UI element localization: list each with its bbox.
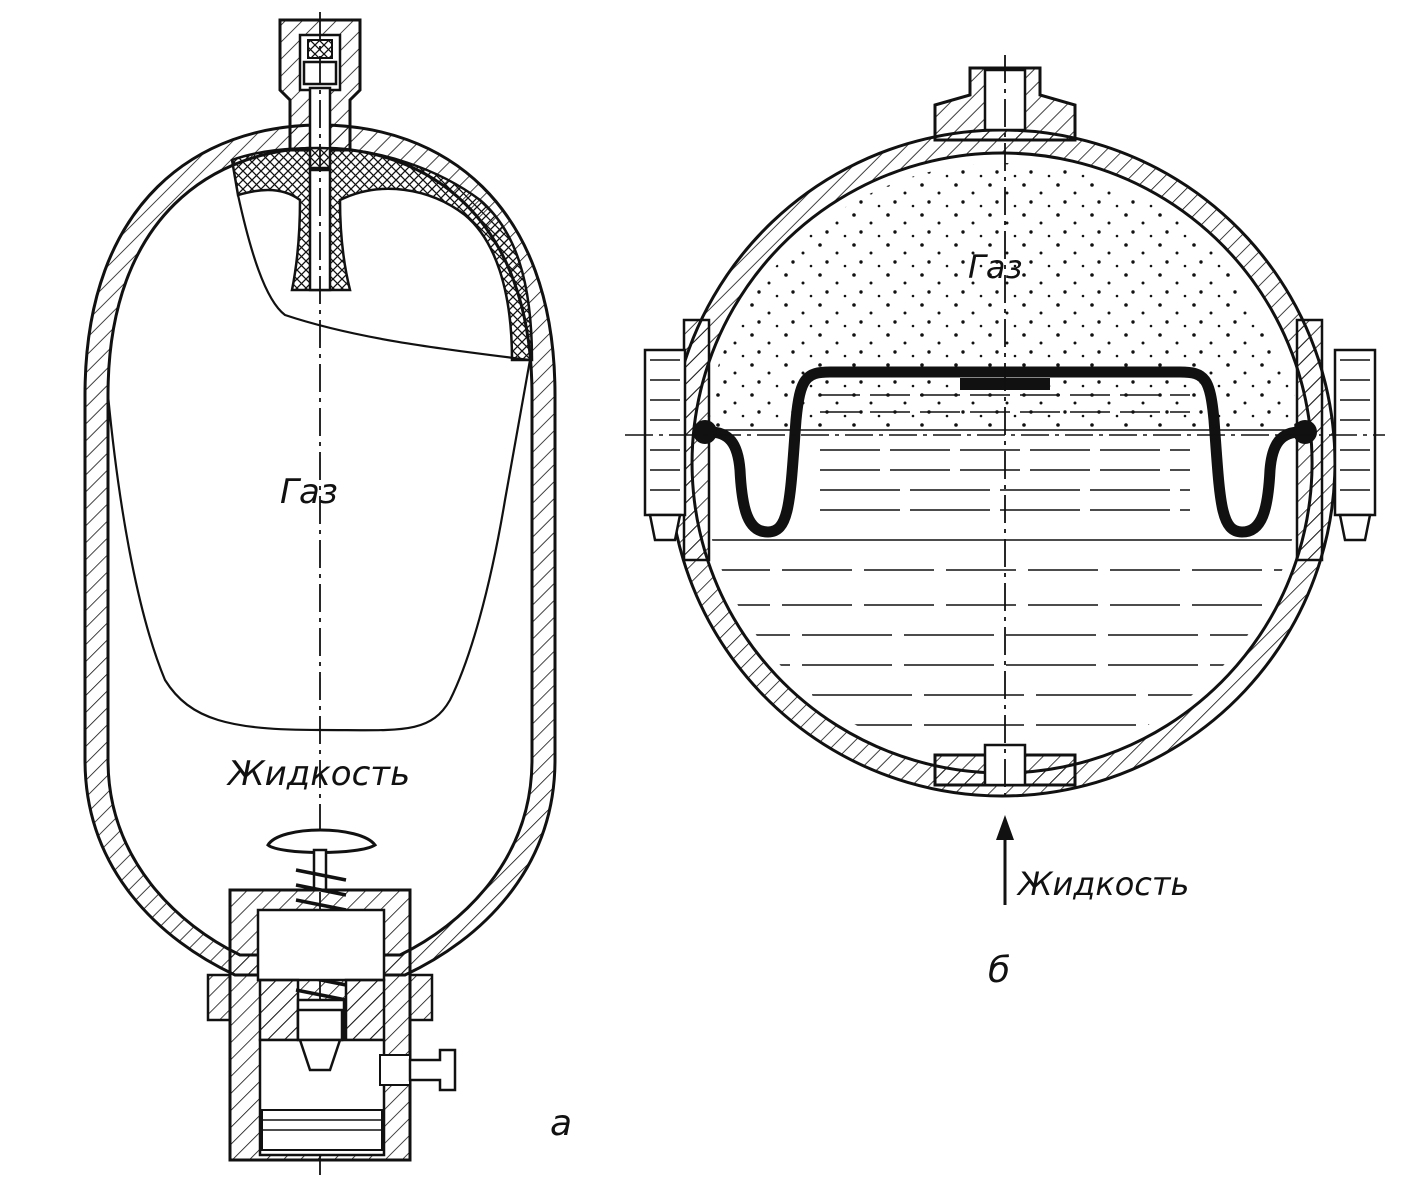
caption-a: а <box>550 1103 572 1144</box>
liquid-flow-arrow <box>996 815 1014 905</box>
right-flange-bolt <box>1295 318 1377 562</box>
figure-a-bladder-accumulator: Газ Жидкость а <box>83 12 572 1175</box>
liquid-port-body <box>206 888 457 1162</box>
gas-label-a: Газ <box>280 472 338 512</box>
figure-b-diaphragm-accumulator: Газ Жидкость б <box>625 55 1385 991</box>
bladder-seat <box>230 146 534 362</box>
gas-label-b: Газ <box>968 248 1022 286</box>
caption-b: б <box>988 950 1010 991</box>
left-flange-bolt <box>643 318 711 562</box>
liquid-label-b: Жидкость <box>1016 865 1189 903</box>
liquid-label-a: Жидкость <box>226 754 410 794</box>
bladder-membrane <box>106 194 532 732</box>
